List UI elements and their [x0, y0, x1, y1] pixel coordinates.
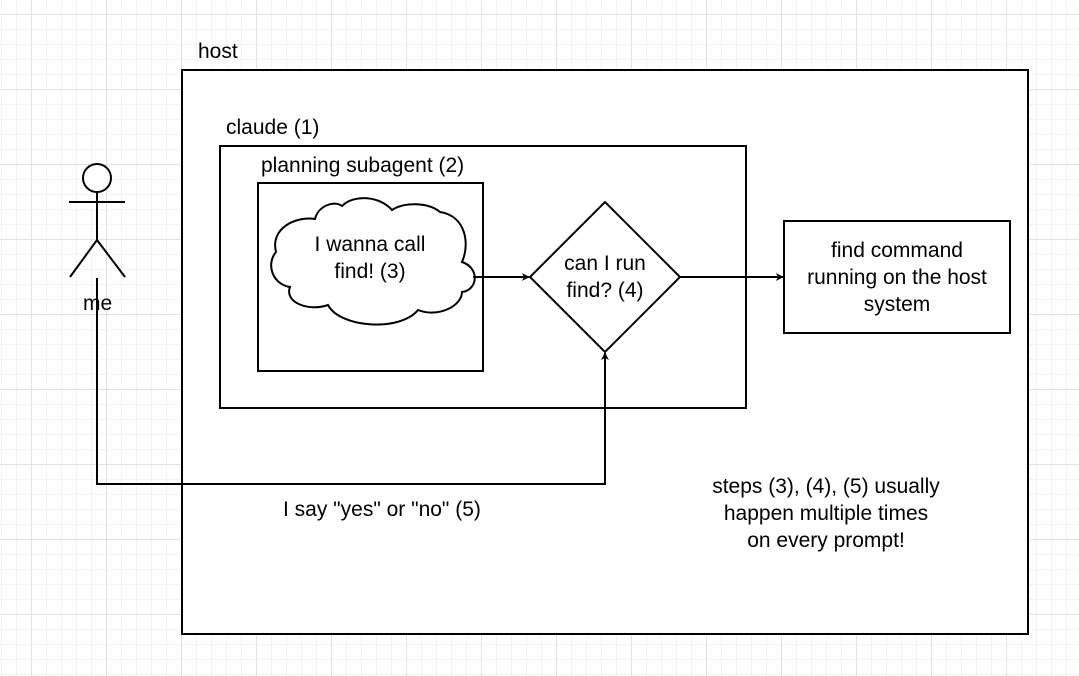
host-label: host: [198, 40, 238, 63]
actor-label: me: [83, 292, 113, 315]
find-command-text-line: system: [863, 292, 931, 316]
reply-label: I say "yes" or "no" (5): [283, 498, 481, 521]
find-command-box[interactable]: [783, 220, 1011, 334]
note-text-line: on every prompt!: [747, 529, 905, 552]
note-text-line: happen multiple times: [723, 502, 929, 525]
cloud-text-line: I wanna call: [314, 233, 426, 256]
actor-stick-figure-icon[interactable]: [69, 163, 126, 278]
note-text: steps (3), (4), (5) usually happen multi…: [690, 472, 962, 555]
find-command-text-line: find command: [831, 238, 963, 262]
cloud-text: I wanna call find! (3): [290, 230, 450, 286]
decision-diamond[interactable]: [528, 200, 682, 354]
me-to-decision-arrow: [96, 278, 609, 485]
note-text-line: steps (3), (4), (5) usually: [712, 475, 940, 498]
planning-subagent-label: planning subagent (2): [261, 154, 465, 177]
thought-cloud[interactable]: [270, 197, 476, 326]
claude-label: claude (1): [226, 116, 320, 139]
decision-text-line: find? (4): [566, 279, 644, 302]
decision-text: can I run find? (4): [540, 249, 670, 305]
cloud-text-line: find! (3): [334, 260, 406, 283]
decision-text-line: can I run: [564, 252, 646, 275]
find-command-text: find command running on the host system: [786, 223, 1008, 331]
find-command-text-line: running on the host: [807, 265, 987, 289]
